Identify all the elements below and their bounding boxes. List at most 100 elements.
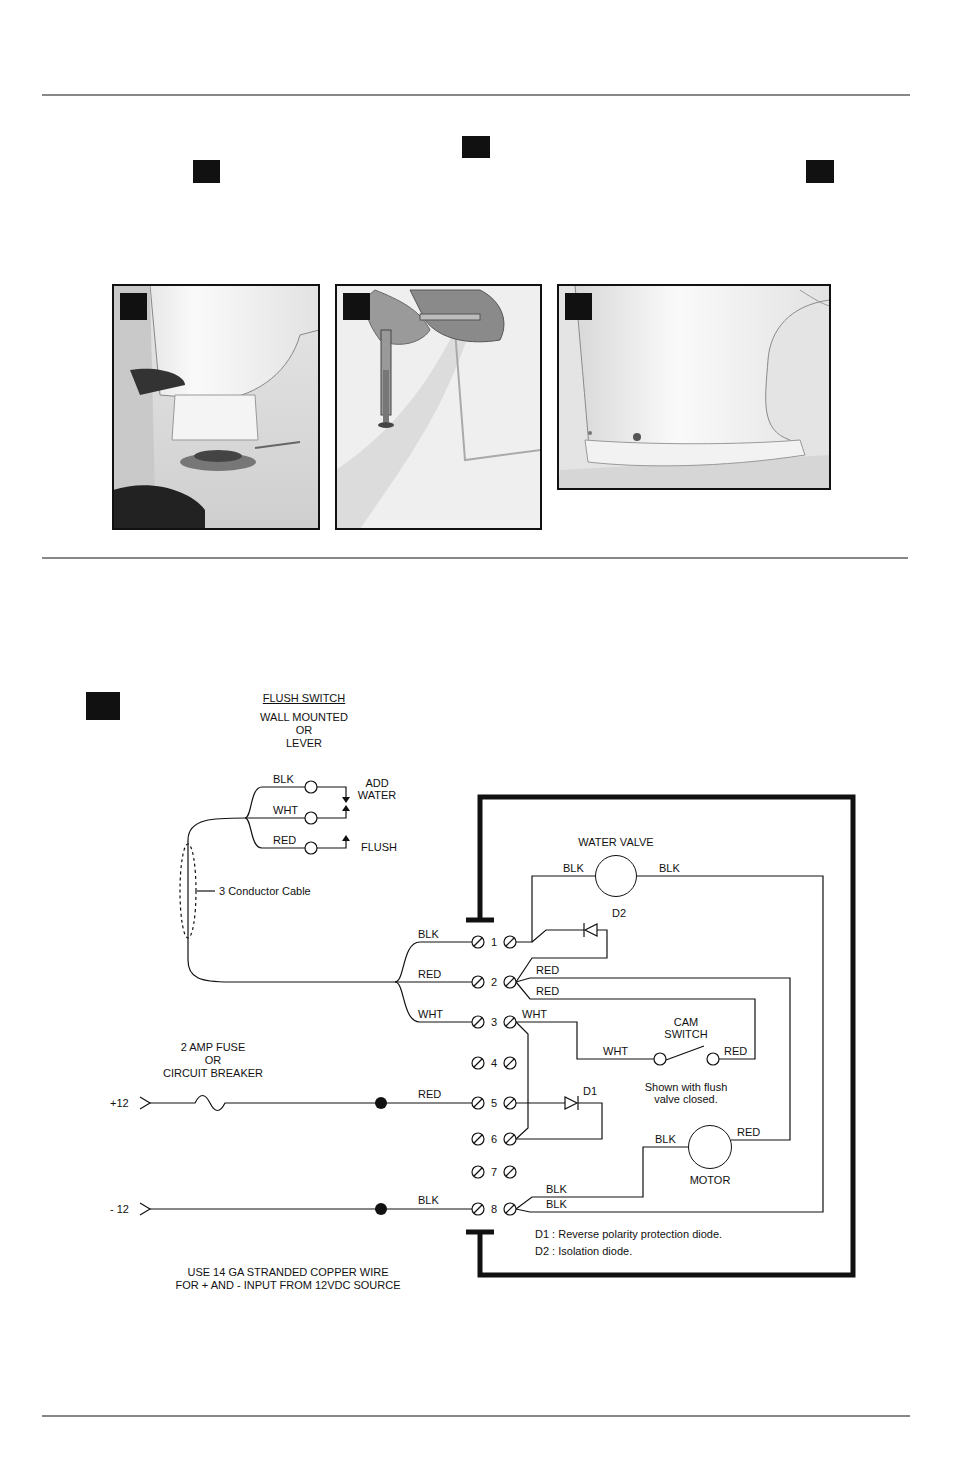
- photo-panel-2: [420, 314, 480, 320]
- diode-note: D1 : Reverse polarity protection diode.: [535, 1228, 722, 1240]
- photo-panel-2: [410, 290, 504, 342]
- diode-note: D2 : Isolation diode.: [535, 1245, 632, 1257]
- photo-panel-2: [455, 330, 541, 460]
- wiring: [532, 930, 584, 942]
- wiring: [516, 1022, 528, 1139]
- wiring: [395, 942, 472, 982]
- switch-note: WALL MOUNTED: [260, 711, 348, 723]
- callout-square: [193, 160, 220, 183]
- wire-color: WHT: [603, 1045, 628, 1057]
- rule-lines: [42, 95, 910, 1416]
- photo-panel-2: [336, 285, 541, 529]
- diode-symbol: [577, 1096, 578, 1110]
- wiring: [516, 978, 790, 1140]
- fuse-note: CIRCUIT BREAKER: [163, 1067, 263, 1079]
- arrow-heads: [342, 805, 350, 811]
- photo-panel-1: [255, 442, 300, 448]
- switch-state-note: Shown with flush valve closed.: [636, 1081, 736, 1105]
- callout-square: [86, 136, 834, 720]
- rule-lines: [42, 94, 910, 95]
- wiring: [516, 1103, 602, 1139]
- wire-color: BLK: [418, 928, 439, 940]
- switch-function: ADD WATER: [352, 777, 402, 801]
- photo-panel-1: [113, 285, 155, 515]
- terminal-screw: [472, 936, 516, 1215]
- rule-lines: [42, 557, 908, 558]
- wiring: [317, 839, 346, 848]
- photo-panel-1: [113, 285, 319, 529]
- terminal-screw: [472, 1133, 484, 1145]
- cable-label: 3 Conductor Cable: [219, 885, 311, 897]
- wire-color: BLK: [418, 1194, 439, 1206]
- photo-panel-3: [558, 285, 830, 489]
- wiring: [516, 1147, 688, 1209]
- wiring: [516, 1102, 565, 1103]
- wiring: [245, 817, 305, 818]
- terminal-screw: [504, 1057, 516, 1069]
- callout-square: [462, 136, 490, 158]
- wiring: [516, 982, 755, 1059]
- wiring: [666, 1046, 704, 1060]
- supply-label: - 12: [110, 1203, 129, 1215]
- wiring: [317, 787, 346, 799]
- photo-panel-2: [336, 330, 470, 529]
- photo-panel-1: [172, 395, 258, 440]
- wiring: [245, 787, 305, 818]
- terminal-bracket: [466, 797, 853, 1275]
- wire-color: RED: [273, 834, 296, 846]
- wiring: [516, 930, 607, 982]
- wire-color: RED: [737, 1126, 760, 1138]
- photo-panel-1: [120, 293, 147, 320]
- arrow-heads: [342, 835, 350, 841]
- photo-panel-3: [558, 285, 830, 489]
- arrow-heads: [342, 797, 350, 841]
- terminal-screw: [472, 1203, 484, 1215]
- switch-note: LEVER: [286, 737, 322, 749]
- terminal-screw: [472, 1097, 484, 1109]
- component-label: MOTOR: [690, 1174, 731, 1186]
- photo-panel-3: [558, 285, 830, 489]
- photo-panel-2: [336, 285, 541, 529]
- terminal-screw: [504, 976, 516, 988]
- supply-label: +12: [110, 1097, 129, 1109]
- terminal-screw: [504, 1097, 516, 1109]
- terminal-number: 6: [491, 1133, 497, 1145]
- terminal-number: 8: [491, 1203, 497, 1215]
- fuse-note: 2 AMP FUSE: [181, 1041, 246, 1053]
- junction-dot: [375, 1097, 387, 1109]
- photo-panel-3: [585, 440, 805, 466]
- switch-function: FLUSH: [361, 841, 397, 853]
- photo-panel-3: [558, 285, 830, 489]
- terminal-bracket: [466, 1230, 494, 1235]
- wire-color: BLK: [659, 862, 680, 874]
- wiring: [395, 982, 472, 1022]
- terminal-bracket: [466, 918, 494, 923]
- terminal-number: 1: [491, 936, 497, 948]
- terminal-screw: [504, 1203, 516, 1215]
- diode-name: D1: [583, 1085, 597, 1097]
- diode-name: D2: [612, 907, 626, 919]
- wiring: [516, 1022, 654, 1059]
- photo-panel-1: [130, 369, 185, 395]
- switch-title: FLUSH SWITCH: [263, 692, 346, 704]
- motor-circle: MOTOR: [688, 1125, 732, 1169]
- photo-panel-3: [565, 293, 592, 320]
- photo-panel-1: [113, 285, 319, 529]
- diode-symbol: [565, 1097, 577, 1109]
- terminal-number: 5: [491, 1097, 497, 1109]
- wiring: [150, 1208, 472, 1209]
- terminal-screw: [472, 936, 484, 948]
- water-valve-circle: WATER VALVE: [595, 855, 637, 897]
- terminal-screw: [504, 1133, 516, 1145]
- wire-color: WHT: [418, 1008, 443, 1020]
- terminal-number: 4: [491, 1057, 497, 1069]
- terminal-bracket: [480, 797, 853, 1275]
- wiring: [516, 876, 823, 1212]
- wiring: [305, 842, 317, 854]
- wiring: [140, 1097, 150, 1109]
- photo-panel-1: [113, 285, 319, 529]
- wire-color: RED: [536, 985, 559, 997]
- wire-color: RED: [418, 968, 441, 980]
